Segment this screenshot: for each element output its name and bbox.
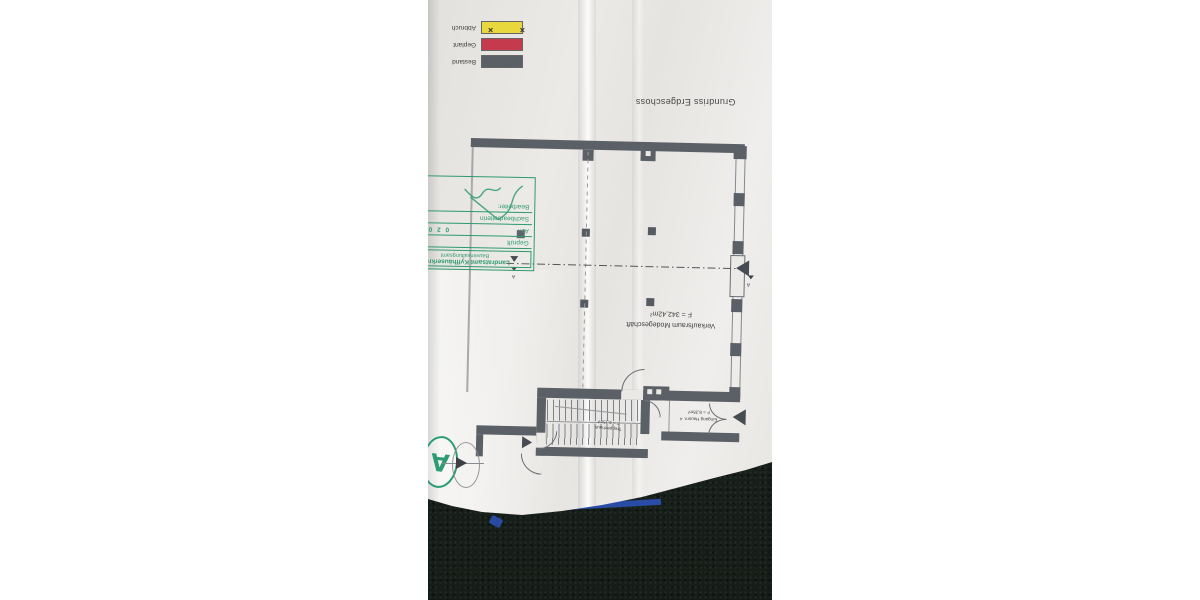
section-letter: A — [746, 281, 751, 288]
door-post-notch — [645, 151, 651, 157]
abbruch-x-mark-icon: × — [519, 25, 525, 35]
section-letter: A — [511, 273, 516, 280]
stamp-editor-label: Bearbeiter: — [497, 202, 530, 211]
paper-fold-crease-soft — [632, 0, 644, 515]
entry-bottom-wall — [661, 431, 740, 443]
pilaster — [733, 146, 747, 160]
stamp-header: Landratsamt Kyffhäuserkreis Bauverwaltun… — [428, 248, 532, 269]
legend-label-abbruch: Abbruch — [451, 24, 476, 31]
stamp-clerk-label: Sachbearbeiterin — [479, 214, 530, 223]
stamp-file-number: 0 2 0 0 1 7 — [428, 225, 450, 233]
north-arrow-needle — [456, 457, 467, 469]
entry-room-area: F = 8,35m² — [687, 409, 710, 416]
legend-row-abbruch: × × Abbruch — [428, 19, 525, 36]
entrance-block-notch — [647, 389, 653, 395]
legend-row-bestand: Bestand — [428, 53, 523, 70]
pilaster — [733, 193, 745, 207]
sales-room-name: Verkaufsraum Modegeschäft — [626, 319, 716, 330]
section-line — [506, 262, 750, 270]
abbruch-x-mark-icon: × — [488, 25, 494, 35]
stamp-status-row: Geprüft — [428, 234, 532, 250]
door-arc-icon — [621, 368, 645, 393]
axis-dashed-line — [582, 151, 589, 392]
column-marker — [646, 298, 655, 307]
column-marker — [647, 227, 656, 236]
sales-room-area: F = 342,42m² — [650, 309, 693, 318]
annex-wall — [476, 425, 537, 436]
section-arrow-icon — [735, 260, 750, 277]
drawing-title: Grundriss Erdgeschoss — [635, 97, 736, 107]
door-arc-icon — [643, 400, 662, 418]
paper-edge-shadow — [428, 0, 440, 515]
pilaster — [730, 342, 742, 357]
door-arc-icon — [520, 453, 542, 475]
stamp-clerk-row: Sachbearbeiterin 0 7 0 — [428, 210, 533, 226]
pilaster — [732, 241, 744, 255]
legend-swatch-bestand — [481, 55, 523, 68]
photo-of-document: A A Eingang Hausnr. 4 F = — [428, 0, 772, 600]
legend-label-bestand: Bestand — [452, 58, 476, 65]
entrance-arrow-icon — [732, 409, 746, 426]
logo-letter: A — [429, 447, 451, 477]
entry-room-name: Eingang Hausnr. 4 — [680, 416, 718, 423]
legend-swatch-geplant — [481, 38, 523, 51]
stamp-file-label: Az.: — [517, 226, 529, 235]
blue-pen-mark — [488, 514, 504, 529]
stamp-editor-row: Bearbeiter: — [428, 198, 533, 214]
stair-bottom-wall — [535, 446, 648, 459]
entrance-arrow-icon — [521, 436, 533, 449]
entrance-block-notch — [656, 389, 662, 395]
paper-sheet: A A Eingang Hausnr. 4 F = — [428, 0, 772, 515]
sales-room-label: Verkaufsraum Modegeschäft F = 342,42m² — [611, 306, 731, 331]
stamp-file-row: Az.: 0 2 0 0 1 7 — [428, 222, 532, 238]
legend: Bestand Geplant × × Abbruch — [428, 12, 525, 70]
wall-top — [470, 138, 745, 154]
legend-swatch-abbruch: × × — [481, 21, 525, 35]
legend-label-geplant: Geplant — [453, 41, 476, 48]
stamp-status: Geprüft — [506, 238, 529, 247]
entry-room-label: Eingang Hausnr. 4 F = 8,35m² — [668, 408, 730, 423]
pilaster — [731, 298, 743, 313]
legend-row-geplant: Geplant — [428, 36, 523, 53]
approval-stamp: Landratsamt Kyffhäuserkreis Bauverwaltun… — [428, 174, 536, 272]
section-arrow-icon — [747, 275, 754, 280]
north-arrow-icon — [452, 442, 480, 488]
